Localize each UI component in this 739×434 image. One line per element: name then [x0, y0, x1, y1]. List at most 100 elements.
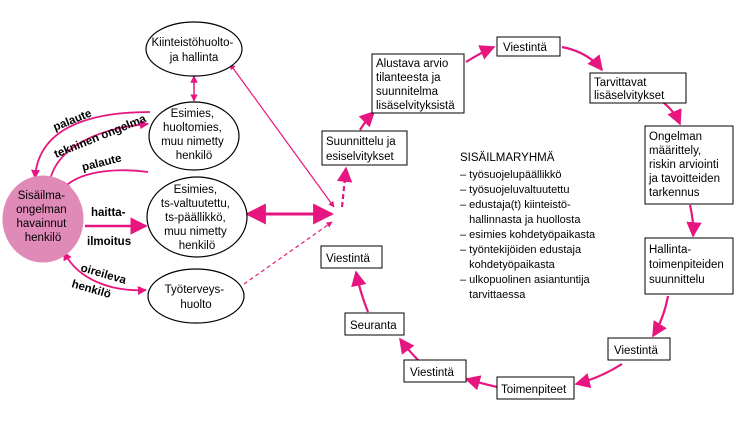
cycle-node-toimenpiteet: Toimenpiteet: [496, 376, 575, 400]
label-harm-report: haitta- ilmoitus: [87, 207, 131, 248]
cycle-node-viestinta-right: Viestintä: [607, 337, 671, 361]
property-label: Kiinteistöhuolto- ja hallinta: [151, 37, 236, 64]
ohs-label: Esimies, ts-valtuutettu, ts-päällikkö, m…: [161, 184, 233, 252]
arrow-technical-problem: [49, 120, 149, 181]
ongelman-line-1: Ongelman: [649, 131, 702, 143]
ohs-line-3: ts-päällikkö,: [165, 212, 226, 224]
tarvittavat-line-2: lisäselvitykset: [594, 90, 665, 102]
person-label: Sisäilma- ongelman havainnut henkilö: [16, 190, 70, 244]
arrow-viestinta-seuranta: [399, 337, 421, 363]
cycle-node-tarvittavat: Tarvittavat lisäselvitykset: [589, 72, 687, 104]
ohs-line-4: muu nimetty: [164, 226, 227, 238]
alustava-line-4: lisäselvityksistä: [376, 100, 455, 112]
cycle-node-alustava: Alustava arvio tilanteesta ja suunnitelm…: [371, 53, 465, 114]
arrow-property-center: [229, 63, 335, 208]
viestinta-right-label: Viestintä: [614, 345, 659, 357]
ohs-line-5: henkilö: [179, 240, 215, 252]
arrow-feedback-2: [61, 169, 149, 191]
ohs-line-2: ts-valtuutettu,: [161, 198, 230, 210]
alustava-line-1: Alustava arvio: [376, 58, 448, 70]
cycle-node-seuranta: Seuranta: [344, 312, 405, 336]
group-member-8: – ulkopuolinen asiantuntija: [460, 274, 591, 286]
group-member-7: kohdetyöpaikasta: [460, 259, 556, 271]
label-person: henkilö: [70, 278, 112, 301]
cycle-node-viestinta-left: Viestintä: [320, 245, 383, 269]
supervisor-ellipse: [148, 101, 240, 171]
person-ellipse: [2, 175, 84, 263]
person-line-1: Sisäilma-: [18, 190, 65, 202]
ohs-ellipse: [146, 176, 248, 258]
arrow-toimenpiteet-viestinta: [464, 375, 498, 391]
supervisor-line-2: huoltomies,: [163, 122, 222, 134]
arrow-viestinta-toimenpiteet: [574, 363, 623, 389]
supervisor-node: Esimies, huoltomies, muu nimetty henkilö: [148, 101, 240, 171]
group-member-9: tarvittaessa: [460, 289, 526, 301]
viestinta-top-label: Viestintä: [503, 42, 548, 54]
supervisor-line-1: Esimies,: [171, 108, 214, 120]
cycle-node-suunnittelu: Suunnittelu ja esiselvitykset: [321, 130, 408, 166]
ongelman-line-2: määrittely,: [649, 145, 701, 157]
property-line-1: Kiinteistöhuolto-: [151, 37, 233, 49]
hallinta-line-3: suunnittelu: [649, 274, 705, 286]
group-member-5: – esimies kohdetyöpaikasta: [460, 229, 596, 241]
arrow-health-center: [243, 221, 333, 285]
alustava-label: Alustava arvio tilanteesta ja suunnitelm…: [376, 58, 455, 112]
arrow-center-planning: [336, 166, 353, 208]
person-line-4: henkilö: [25, 232, 61, 244]
arrow-planning-alustava: [358, 110, 376, 131]
ongelman-label: Ongelman määrittely, riskin arviointi ja…: [648, 131, 723, 199]
suunnittelu-line-1: Suunnittelu ja: [326, 136, 396, 148]
arrow-symptomatic-person: [63, 251, 147, 295]
arrow-hallinta-viestinta: [652, 295, 670, 338]
property-line-2: ja hallinta: [169, 52, 219, 64]
ohs-line-1: Esimies,: [174, 184, 217, 196]
supervisor-label: Esimies, huoltomies, muu nimetty henkilö: [161, 108, 227, 162]
group-title: SISÄILMARYHMÄ: [460, 152, 555, 164]
person-line-3: havainnut: [16, 218, 67, 230]
hallinta-line-1: Hallinta-: [649, 244, 691, 256]
cycle-node-ongelman: Ongelman määrittely, riskin arviointi ja…: [644, 125, 734, 205]
cycle-node-viestinta-top: Viestintä: [496, 36, 561, 57]
health-line-1: Työterveys-: [165, 284, 225, 296]
supervisor-line-3: muu nimetty: [161, 136, 224, 148]
group-member-3: – edustaja(t) kiinteistö-: [460, 199, 571, 211]
group-member-1: – työsuojelupäällikkö: [460, 169, 562, 181]
supervisor-line-4: henkilö: [176, 150, 212, 162]
hallinta-label: Hallinta- toimenpiteiden suunnittelu: [649, 244, 727, 286]
ongelman-line-5: tarkennus: [649, 187, 700, 199]
person-node: Sisäilma- ongelman havainnut henkilö: [2, 175, 84, 263]
arrow-feedback-1: [31, 111, 151, 179]
toimenpiteet-label: Toimenpiteet: [501, 384, 567, 396]
alustava-line-2: tilanteesta ja: [376, 72, 441, 84]
person-line-2: ongelman: [16, 204, 67, 216]
health-ellipse: [147, 268, 245, 324]
hallinta-line-2: toimenpiteiden: [649, 259, 724, 271]
group-member-4: hallinnasta ja huollosta: [460, 214, 581, 226]
group-members: – työsuojelupäällikkö – työsuojeluvaltuu…: [460, 169, 598, 301]
arrow-viestinta-tarvittavat: [561, 45, 603, 72]
ongelman-line-3: riskin arviointi: [649, 159, 719, 171]
suunnittelu-label: Suunnittelu ja esiselvitykset: [326, 136, 399, 163]
health-node: Työterveys- huolto: [147, 268, 245, 324]
ohs-node: Esimies, ts-valtuutettu, ts-päällikkö, m…: [146, 176, 248, 258]
arrow-alustava-viestinta: [465, 45, 496, 63]
seuranta-label: Seuranta: [350, 320, 397, 332]
group-member-6: – työntekijöiden edustaja: [460, 244, 582, 256]
label-harm-line-2: ilmoitus: [87, 236, 131, 248]
tarvittavat-label: Tarvittavat lisäselvitykset: [594, 77, 665, 102]
label-feedback-1: palaute: [52, 108, 94, 134]
property-node: Kiinteistöhuolto- ja hallinta: [145, 21, 243, 77]
suunnittelu-line-2: esiselvitykset: [326, 151, 395, 163]
property-ellipse: [145, 21, 243, 77]
label-harm-line-1: haitta-: [91, 207, 126, 219]
arrow-seuranta-viestinta: [351, 270, 370, 313]
left-connections: [31, 63, 353, 295]
cycle-node-viestinta-bottom: Viestintä: [403, 359, 467, 383]
tarvittavat-line-1: Tarvittavat: [594, 77, 647, 89]
indoor-air-group: SISÄILMARYHMÄ – työsuojelupäällikkö – ty…: [460, 152, 598, 301]
health-line-2: huolto: [180, 299, 211, 311]
alustava-line-3: suunnitelma: [376, 86, 439, 98]
health-label: Työterveys- huolto: [165, 284, 228, 311]
arrow-ongelman-hallinta: [686, 204, 702, 238]
